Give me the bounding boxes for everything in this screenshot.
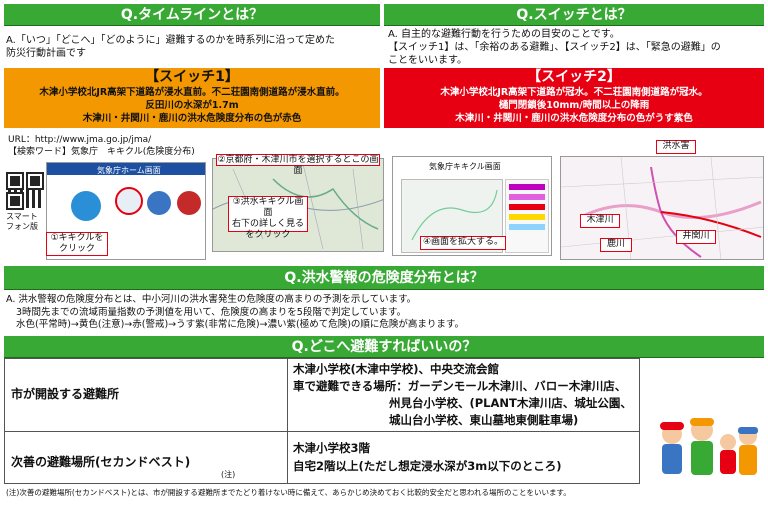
switch1-line2: 反田川の水深が1.7m [145, 100, 239, 111]
row1-line1: 木津小学校(木津中学校)、中央交流会館 [293, 362, 500, 376]
flood-risk-line3: 水色(平常時)→黄色(注意)→赤(警戒)→うす紫(非常に危険)→濃い紫(極めて危… [16, 319, 464, 330]
switch1-panel: 【スイッチ1】 木津小学校北JR高架下道路が浸水直前。不二荘園南側道路が浸水直前… [4, 68, 380, 128]
row1-content: 木津小学校(木津中学校)、中央交流会館 車で避難できる場所：ガーデンモール木津川… [293, 361, 632, 429]
row2-label: 次善の避難場所(セカンドベスト) [11, 455, 191, 469]
row2-note-mark: (注) [221, 470, 236, 479]
evacuation-header: Q.どこへ避難すればいいの？ [4, 336, 764, 358]
label-izekigawa: 井関川 [676, 230, 716, 244]
switch2-panel: 【スイッチ2】 木津小学校北JR高架下道路が冠水。不二荘園南側道路が冠水。 樋門… [384, 68, 764, 128]
step3-callout: ③洪水キキクル画面 右下の詳しく見る をクリック [228, 196, 308, 240]
row2-content: 木津小学校3階 自宅2階以上(ただし想定浸水深が3m以下のところ) [293, 439, 562, 475]
row2-line2: 自宅2階以上(ただし想定浸水深が3m以下のところ) [293, 459, 562, 473]
switch-def-header: Q.スイッチとは？ [384, 4, 764, 26]
label-kizugawa: 木津川 [580, 214, 620, 228]
timeline-answer-line2: 防災行動計画です [6, 48, 86, 59]
alert-icon [177, 191, 201, 215]
switch2-line1: 木津小学校北JR高架下道路が冠水。不二荘園南側道路が冠水。 [440, 87, 708, 98]
weather-icon [71, 191, 101, 221]
step1-callout: ①キキクルを クリック [46, 232, 108, 256]
qr-code [6, 172, 44, 210]
smartphone-label: スマート フォン版 [6, 212, 38, 231]
typhoon-icon [147, 191, 171, 215]
switch-def-line3: ことをいいます。 [388, 55, 467, 66]
switch2-line3: 木津川・井関川・鹿川の洪水危険度分布の色がうす紫色 [455, 113, 693, 124]
row1-line3: 州見台小学校、(PLANT木津川店、城址公園、 [389, 396, 632, 410]
flood-risk-header: Q.洪水警報の危険度分布とは？ [4, 266, 764, 290]
row1-line4: 城山台小学校、東山墓地東側駐車場) [389, 413, 579, 427]
step2-callout: ②京都府・木津川市を選択するとこの画面 [216, 154, 380, 176]
rain-icon [115, 187, 143, 215]
row1-label: 市が開設する避難所 [11, 387, 120, 401]
switch1-line1: 木津小学校北JR高架下道路が浸水直前。不二荘園南側道路が浸水直前。 [39, 87, 345, 98]
row2-line1: 木津小学校3階 [293, 441, 371, 455]
jma-url: URL：http://www.jma.go.jp/jma/ [8, 135, 152, 145]
flood-risk-text: A. 洪水警報の危険度分布とは、中小河川の洪水害発生の危険度の高まりの予測を示し… [6, 294, 764, 332]
label-kozui: 洪水害 [656, 140, 696, 154]
switch-def-line2: 【スイッチ1】は、「余裕のある避難」、【スイッチ2】は、「緊急の避難」の [388, 42, 721, 53]
timeline-answer: A.「いつ」「どこへ」「どのように」避難するのかを時系列に沿って定めた 防災行動… [6, 34, 378, 60]
evacuation-table: 市が開設する避難所 木津小学校(木津中学校)、中央交流会館 車で避難できる場所：… [4, 358, 640, 484]
switch1-line3: 木津川・井関川・鹿川の洪水危険度分布の色が赤色 [82, 113, 302, 124]
flood-risk-line1: A. 洪水警報の危険度分布とは、中小河川の洪水害発生の危険度の高まりの予測を示し… [6, 294, 417, 305]
river-map-screenshot [560, 156, 764, 260]
kikikuru-label: 気象庁キキクル画面 [429, 162, 501, 171]
timeline-answer-line1: A.「いつ」「どこへ」「どのように」避難するのかを時系列に沿って定めた [6, 35, 336, 46]
switch2-title: 【スイッチ2】 [527, 69, 621, 85]
switch-def-line1: A. 自主的な避難行動を行うための目安のことです。 [388, 29, 620, 40]
switch2-line2: 樋門閉鎖後10mm/時間以上の降雨 [498, 100, 650, 111]
timeline-header: Q.タイムラインとは？ [4, 4, 380, 26]
jma-home-label: 気象庁ホーム画面 [97, 166, 161, 175]
switch1-title: 【スイッチ1】 [145, 69, 239, 85]
flood-risk-line2: 3時間先までの流域雨量指数の予測値を用いて、危険度の高まりを5段階で判定していま… [16, 306, 407, 318]
row1-line2: 車で避難できる場所：ガーデンモール木津川、バロー木津川店、 [293, 379, 627, 393]
footnote: (注)次善の避難場所(セカンドベスト)とは、市が開設する避難所までたどり着けない… [6, 488, 571, 497]
jma-keyword: 【検索ワード】気象庁 キキクル(危険度分布) [8, 147, 195, 157]
switch-def-answer: A. 自主的な避難行動を行うための目安のことです。 【スイッチ1】は、「余裕のあ… [388, 28, 764, 67]
label-shikagawa: 鹿川 [600, 238, 632, 252]
family-illustration [650, 412, 762, 486]
step4-callout: ④画面を拡大する。 [420, 236, 506, 250]
